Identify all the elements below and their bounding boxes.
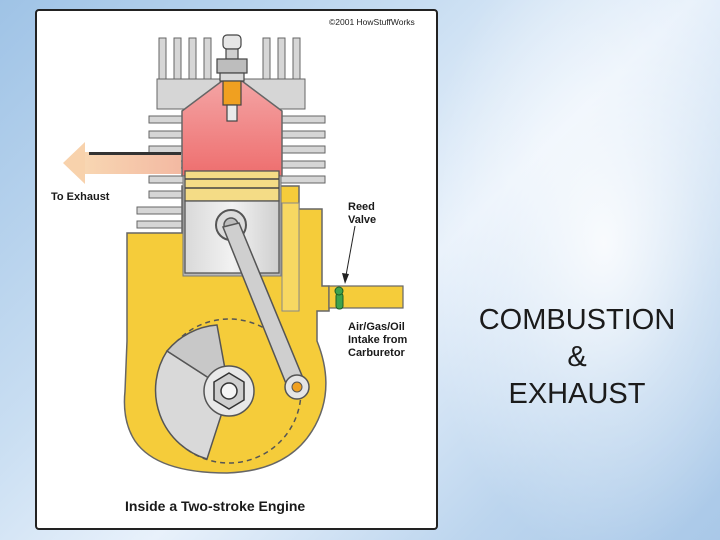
slide-title: COMBUSTION & EXHAUST [458, 302, 696, 413]
background-glow [430, 0, 720, 540]
intake-label-line2: Intake from [348, 334, 408, 346]
intake-label-line3: Carburetor [348, 347, 405, 359]
intake-label: Air/Gas/Oil Intake from Carburetor [348, 321, 434, 360]
slide-title-line3: EXHAUST [508, 378, 646, 410]
intake-label-line1: Air/Gas/Oil [348, 321, 405, 333]
reed-valve-label-line2: Valve [348, 214, 377, 226]
exhaust-arrow-icon [63, 142, 181, 184]
intake-pipe [328, 285, 404, 309]
counterweight [154, 349, 230, 460]
piston [184, 170, 280, 274]
spark-plug-icon [216, 34, 248, 122]
slide-title-line1: COMBUSTION [478, 304, 676, 336]
reed-valve-label-line1: Reed [348, 201, 375, 213]
crankshaft-nut-icon [203, 365, 255, 417]
to-exhaust-label: To Exhaust [51, 191, 110, 203]
reed-valve-leader [344, 225, 356, 282]
slide-title-line2: & [567, 341, 587, 373]
engine-diagram: ©2001 HowStuffWorks To Exhaust Reed Valv… [35, 9, 438, 530]
engine-illustration [63, 34, 404, 474]
copyright-text: ©2001 HowStuffWorks [329, 17, 415, 27]
figure-caption: Inside a Two-stroke Engine [125, 498, 306, 514]
reed-valve-label: Reed Valve [348, 201, 408, 227]
